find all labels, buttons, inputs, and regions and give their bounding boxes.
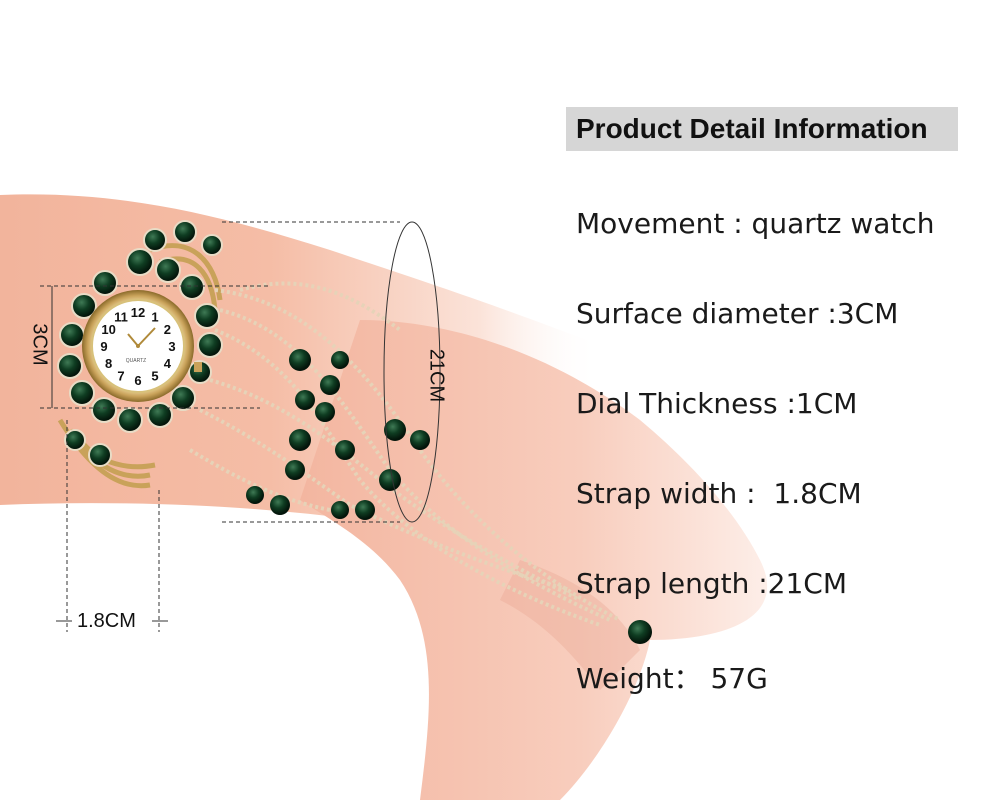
strap-width-dimension: [56, 420, 168, 632]
dial-numeral: 7: [117, 368, 124, 383]
dial-numeral: 2: [164, 322, 171, 337]
dial-numeral: 1: [151, 310, 158, 325]
watch-crown: [194, 362, 202, 372]
dial-numeral: 11: [114, 310, 128, 325]
dial-numeral: 4: [164, 356, 172, 371]
page-title: Product Detail Information: [566, 107, 958, 151]
hour-hand: [127, 333, 139, 347]
dial-numeral: 10: [101, 322, 115, 337]
spec-movement: Movement : quartz watch: [576, 207, 935, 240]
strap-width-label: 1.8CM: [77, 610, 136, 632]
spec-strap-width: Strap width : 1.8CM: [576, 477, 862, 510]
dial-numeral: 5: [151, 368, 158, 383]
dial-numeral: 8: [105, 356, 112, 371]
minute-hand: [137, 327, 156, 347]
spec-weight: Weight： 57G: [576, 662, 768, 695]
dial-height-dimension: [40, 285, 270, 409]
gem-bezel: [57, 220, 223, 467]
dial-numeral: 12: [131, 305, 145, 320]
thumb-shape: [500, 560, 640, 690]
dial-numeral: 3: [168, 339, 175, 354]
dial-brand: QUARTZ: [126, 358, 146, 364]
spec-dial-thickness: Dial Thickness :1CM: [576, 387, 858, 420]
green-gems: [246, 349, 652, 644]
strap-length-label: 21CM: [425, 348, 448, 403]
strap-length-dimension: [222, 221, 441, 523]
spec-surface-diameter: Surface diameter :3CM: [576, 297, 899, 330]
spec-strap-length: Strap length :21CM: [576, 567, 848, 600]
dial-numeral: 6: [134, 373, 141, 388]
dial-numeral: 9: [100, 339, 107, 354]
dial-height-label: 3CM: [28, 323, 51, 366]
